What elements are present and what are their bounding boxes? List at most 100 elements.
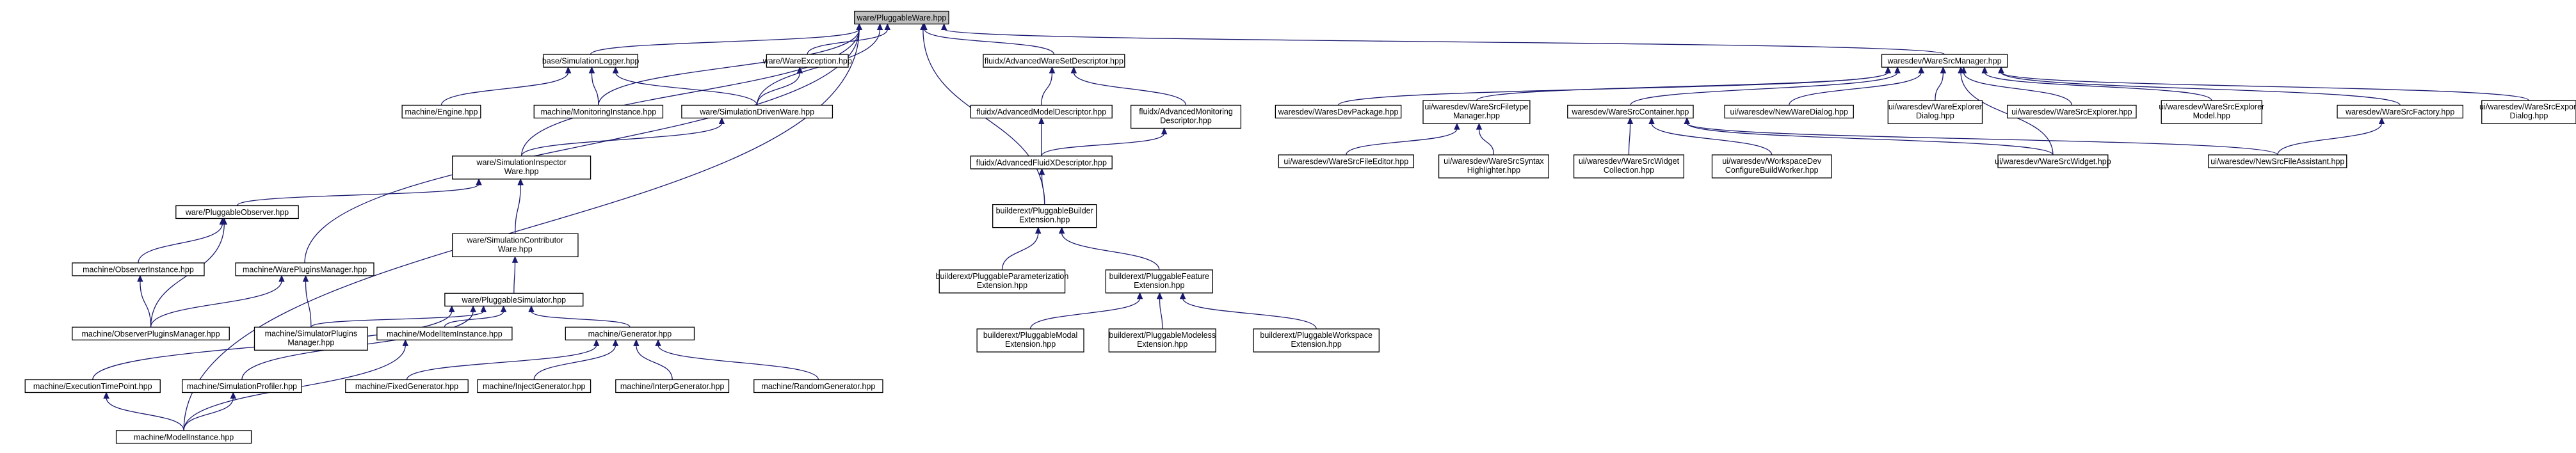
dependency-edge <box>591 72 599 106</box>
arrow-head-icon <box>1894 66 1901 74</box>
dependency-edge <box>531 311 631 328</box>
graph-node-base-simulationlogger-hpp[interactable]: base/SimulationLogger.hpp <box>542 54 640 68</box>
graph-node-waresdev-waresrcfactory-hpp[interactable]: waresdev/WareSrcFactory.hpp <box>2337 104 2463 119</box>
node-label: ware/SimulationDrivenWare.hpp <box>699 107 814 116</box>
graph-node-machine-randomgenerator-hpp[interactable]: machine/RandomGenerator.hpp <box>753 379 883 393</box>
dependency-edge <box>657 345 819 380</box>
dependency-edge <box>513 262 516 294</box>
graph-node-builderext-pluggablemodelessextension-hpp[interactable]: builderext/PluggableModelessExtension.hp… <box>1108 328 1216 353</box>
arrow-head-icon <box>1476 122 1483 130</box>
arrow-head-icon <box>565 66 572 74</box>
dependency-edge <box>615 72 758 106</box>
node-label: Extension.hpp <box>977 281 1027 290</box>
node-label: base/SimulationLogger.hpp <box>542 57 640 66</box>
graph-node-machine-fixedgenerator-hpp[interactable]: machine/FixedGenerator.hpp <box>345 379 469 393</box>
node-box <box>983 54 1125 68</box>
graph-node-machine-engine-hpp[interactable]: machine/Engine.hpp <box>401 104 481 119</box>
graph-node-machine-injectgenerator-hpp[interactable]: machine/InjectGenerator.hpp <box>477 379 592 393</box>
node-label: ui/waresdev/WareExplorer <box>1888 102 1982 111</box>
graph-node-ui-waresdev-workspacedevconfigurebuildworker-hpp[interactable]: ui/waresdev/WorkspaceDevConfigureBuildWo… <box>1711 154 1832 179</box>
graph-node-ui-waresdev-newsrcfileassistant-hpp[interactable]: ui/waresdev/NewSrcFileAssistant.hpp <box>2208 154 2347 168</box>
graph-node-machine-observerpluginsmanager-hpp[interactable]: machine/ObserverPluginsManager.hpp <box>72 326 230 340</box>
node-box <box>2161 100 2262 124</box>
node-label: builderext/PluggableModal <box>983 331 1077 340</box>
graph-node-ui-waresdev-waresrcexplorer-hpp[interactable]: ui/waresdev/WareSrcExplorer.hpp <box>2007 104 2137 119</box>
graph-node-waresdev-waresrcmanager-hpp[interactable]: waresdev/WareSrcManager.hpp <box>1881 54 2008 68</box>
node-box <box>753 379 883 393</box>
dependency-edge <box>444 311 504 328</box>
graph-node-ui-waresdev-waresrcfileeditor-hpp[interactable]: ui/waresdev/WareSrcFileEditor.hpp <box>1278 154 1414 168</box>
node-box <box>2337 104 2463 119</box>
node-box <box>976 328 1084 353</box>
graph-node-fluidx-advancedmodeldescriptor-hpp[interactable]: fluidx/AdvancedModelDescriptor.hpp <box>970 104 1113 119</box>
node-label: Ware.hpp <box>498 244 533 253</box>
graph-node-fluidx-advancedfluidxdescriptor-hpp[interactable]: fluidx/AdvancedFluidXDescriptor.hpp <box>970 155 1113 170</box>
arrow-head-icon <box>402 339 409 346</box>
node-box <box>1997 154 2109 168</box>
node-box <box>1573 154 1684 179</box>
arrow-head-icon <box>633 339 640 346</box>
graph-node-ware-wareexception-hpp[interactable]: ware/WareException.hpp <box>762 54 852 68</box>
dependency-edge <box>150 280 282 328</box>
node-label: fluidx/AdvancedFluidXDescriptor.hpp <box>976 158 1107 167</box>
dependency-edge <box>1628 123 1631 155</box>
arrow-head-icon <box>1998 66 2004 74</box>
graph-node-machine-executiontimepoint-hpp[interactable]: machine/ExecutionTimePoint.hpp <box>24 379 161 393</box>
node-label: machine/ExecutionTimePoint.hpp <box>33 382 152 391</box>
node-label: machine/MonitoringInstance.hpp <box>541 107 657 116</box>
graph-node-machine-monitoringinstance-hpp[interactable]: machine/MonitoringInstance.hpp <box>533 104 664 119</box>
arrow-head-icon <box>1038 117 1045 124</box>
arrow-head-icon <box>221 218 228 225</box>
graph-node-ware-pluggablesimulator-hpp[interactable]: ware/PluggableSimulator.hpp <box>444 292 584 307</box>
node-label: ui/waresdev/WareSrcWidget <box>1579 157 1680 166</box>
graph-node-ware-pluggableobserver-hpp[interactable]: ware/PluggableObserver.hpp <box>175 205 299 219</box>
node-label: machine/ModelItemInstance.hpp <box>387 330 503 338</box>
graph-node-machine-generator-hpp[interactable]: machine/Generator.hpp <box>565 326 695 340</box>
graph-node-ware-pluggableware-hpp[interactable]: ware/PluggableWare.hpp <box>854 10 949 25</box>
dependency-edge <box>1061 232 1160 270</box>
node-label: Dialog.hpp <box>1916 111 1954 120</box>
graph-node-ui-waresdev-newwaredialog-hpp[interactable]: ui/waresdev/NewWareDialog.hpp <box>1724 104 1854 119</box>
graph-node-fluidx-advancedwaresetdescriptor-hpp[interactable]: fluidx/AdvancedWareSetDescriptor.hpp <box>983 54 1125 68</box>
graph-node-machine-modelinstance-hpp[interactable]: machine/ModelInstance.hpp <box>115 430 252 444</box>
node-box <box>401 104 481 119</box>
graph-node-machine-interpgenerator-hpp[interactable]: machine/InterpGenerator.hpp <box>615 379 730 393</box>
node-box <box>1422 100 1531 124</box>
node-label: Extension.hpp <box>1019 216 1070 225</box>
graph-node-waresdev-waresrccontainer-hpp[interactable]: waresdev/WareSrcContainer.hpp <box>1567 104 1694 119</box>
dependency-edge <box>520 29 860 156</box>
graph-node-builderext-pluggableparameterizationextension-hpp[interactable]: builderext/PluggableParameterizationExte… <box>936 269 1069 294</box>
node-label: ware/PluggableWare.hpp <box>856 13 946 22</box>
graph-node-ware-simulationdrivenware-hpp[interactable]: ware/SimulationDrivenWare.hpp <box>681 104 833 119</box>
node-box <box>477 379 592 393</box>
graph-node-builderext-pluggableworkspaceextension-hpp[interactable]: builderext/PluggableWorkspaceExtension.h… <box>1253 328 1380 353</box>
node-label: ware/WareException.hpp <box>762 57 852 66</box>
dependency-edge <box>1182 298 1317 330</box>
arrow-head-icon <box>593 339 600 346</box>
arrow-head-icon <box>1684 117 1690 124</box>
graph-node-machine-simulationprofiler-hpp[interactable]: machine/SimulationProfiler.hpp <box>181 379 302 393</box>
node-box <box>376 326 513 340</box>
graph-node-waresdev-waresdevpackage-hpp[interactable]: waresdev/WaresDevPackage.hpp <box>1275 104 1402 119</box>
dependency-edge <box>924 29 1055 55</box>
node-box <box>181 379 302 393</box>
graph-node-machine-warepluginsmanager-hpp[interactable]: machine/WarePluginsManager.hpp <box>235 262 374 276</box>
graph-node-ui-waresdev-waresrcwidget-hpp[interactable]: ui/waresdev/WareSrcWidget.hpp <box>1995 154 2111 168</box>
node-label: waresdev/WareSrcContainer.hpp <box>1571 107 1689 116</box>
graph-node-machine-observerinstance-hpp[interactable]: machine/ObserverInstance.hpp <box>72 262 205 276</box>
node-box <box>1438 154 1549 179</box>
graph-node-machine-modeliteminstance-hpp[interactable]: machine/ModelItemInstance.hpp <box>376 326 513 340</box>
